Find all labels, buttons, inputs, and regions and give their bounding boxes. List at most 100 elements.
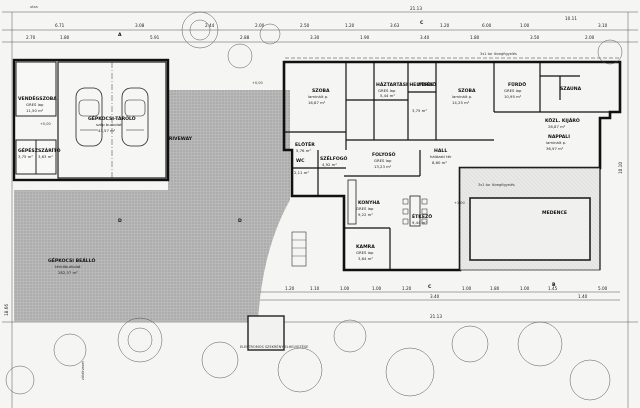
bottom-dim: 1.00 (462, 286, 472, 291)
small-room-2 (35, 139, 57, 175)
wc-name: WC (296, 158, 305, 164)
ridge-label: 3x1 tor lövegfigyelés (480, 52, 517, 56)
steps (291, 231, 307, 267)
section-marker-d2: D (238, 218, 242, 224)
top-dim: 2.44 (205, 23, 215, 28)
level-note: +0,00 (252, 81, 263, 85)
pantry-name: KAMRA (356, 244, 375, 250)
bottom-dim: 1.45 (548, 286, 558, 291)
interior-walls (284, 62, 620, 270)
bedroom-1-floor: laminált p. (308, 94, 328, 99)
guest-room (15, 61, 57, 117)
side-label: zöldövezet (81, 360, 85, 380)
utility-name: HÁZTARTÁSI HELYISÉG (376, 80, 434, 88)
top-dim-row2: 1.90 (360, 35, 370, 40)
top-dim-row2: 1.80 (470, 35, 480, 40)
bottom-dim: 1.20 (285, 286, 295, 291)
anteroom-area: 5,76 m² (296, 148, 311, 153)
terrace-ridge-label: 3x1 tor lövegfigyelés (478, 183, 515, 187)
bottom-dim: 3.40 (430, 294, 440, 299)
bath-2-floor: GRES lap (504, 88, 522, 93)
top-dim-row2: 3.50 (530, 35, 540, 40)
section-marker-c: C (428, 284, 432, 290)
top-dim-row2: 3.40 (420, 35, 430, 40)
top-dim-row2: 5.91 (150, 35, 160, 40)
top-dim-row2: 1.80 (60, 35, 70, 40)
garage-name: GÉPKOCSI-TÁROLÓ (88, 114, 136, 122)
top-dim-row2: 2.88 (240, 35, 250, 40)
bedroom-1-area: 16,87 m² (308, 100, 326, 105)
sauna-name: SZAUNA (560, 86, 582, 92)
dining-name: ÉTKEZŐ (412, 212, 432, 220)
living-exit-name: KÖZL. KIJÁRÓ (545, 117, 580, 124)
parking-floor: térkőburkolat (55, 264, 81, 269)
hallway-area: 13,23 m² (374, 164, 392, 169)
top-dim: 10.11 (565, 16, 577, 21)
utility-area: 5,44 m² (380, 93, 395, 98)
kitchen-floor: GRES lap (356, 206, 374, 211)
parking-name: GÉPKOCSI BEÁLLÓ (48, 256, 95, 264)
north-label: utca (30, 5, 38, 9)
pool (469, 197, 591, 261)
bath-1-name: FÜRDŐ (418, 81, 436, 88)
bottom-dim: 1.40 (578, 294, 588, 299)
top-dim-row2: 2.00 (585, 35, 595, 40)
bath-1-area: 3,75 m² (412, 108, 427, 113)
section-marker-c-top: C (420, 20, 424, 26)
kitchen-counter (347, 179, 357, 225)
section-marker-b: B (552, 282, 556, 288)
top-dim: 1.00 (520, 23, 530, 28)
pantry-floor: GRES lap (356, 250, 374, 255)
top-dim: 6.71 (55, 23, 65, 28)
living-area: 36,97 m² (546, 146, 564, 151)
car-icon (121, 87, 149, 147)
bottom-dim: 1.00 (520, 286, 530, 291)
bedroom-2-floor: laminált p. (452, 94, 472, 99)
car-icon (75, 87, 103, 147)
guest-room-floor: GRES lap (26, 102, 44, 107)
kitchen-name: KONYHA (358, 200, 380, 206)
top-dim: 6.00 (482, 23, 492, 28)
windbreak-area: 4,92 m² (322, 162, 337, 167)
right-dim: 10.10 (618, 162, 623, 174)
top-dim-row2: 3.30 (310, 35, 320, 40)
small-room-1-area: 3,75 m² (18, 154, 33, 159)
bedroom-2-name: SZOBA (458, 88, 476, 94)
living-name: NAPPALI (548, 134, 570, 140)
pool-label: MEDENCE (542, 210, 567, 216)
anteroom-name: ELŐTÉR (295, 140, 315, 148)
guest-room-name: VENDÉGSZOBA (18, 94, 57, 102)
dining-table (409, 195, 421, 227)
section-marker-a: A (118, 32, 122, 38)
bottom-dim: 1.80 (490, 286, 500, 291)
bottom-dim: 1.10 (310, 286, 320, 291)
bottom-dimensions: 1.20 1.10 1.00 1.00 1.20 3.40 1.00 1.80 … (285, 286, 608, 319)
bath-2-name: FÜRDŐ (508, 81, 526, 88)
pantry-area: 3,64 m² (358, 256, 373, 261)
top-dim: 3.08 (135, 23, 145, 28)
driveway-label: DRIVEWAY (165, 136, 193, 142)
hall-name: HALL (434, 148, 447, 154)
bedroom-2-area: 14,25 m² (452, 100, 470, 105)
section-marker-d: D (118, 218, 122, 224)
chair-icons (402, 198, 428, 225)
small-room-2-name: SZÁRÍTÓ (38, 146, 61, 154)
bottom-dim: 1.20 (402, 286, 412, 291)
wc-area: 2,11 m² (294, 170, 309, 175)
top-dim: 1.20 (440, 23, 450, 28)
top-total-dim: 21.13 (410, 6, 422, 11)
bottom-dim: 1.00 (340, 286, 350, 291)
hall-area: 8,60 m² (432, 160, 447, 165)
top-dim: 2.00 (255, 23, 265, 28)
living-floor: laminált p. (546, 140, 566, 145)
kitchen-area: 9,22 m² (358, 212, 373, 217)
guest-room-area: 11,50 m² (26, 108, 44, 113)
hallway-name: FOLYOSÓ (372, 151, 396, 158)
small-room-1-name: GÉPÉSZ (18, 146, 39, 154)
top-dim: 2.50 (300, 23, 310, 28)
left-dim: 18.66 (4, 304, 9, 316)
utility-floor: GRES lap (378, 88, 396, 93)
small-room-2-area: 3,63 m² (38, 154, 53, 159)
bottom-dim: 1.00 (372, 286, 382, 291)
